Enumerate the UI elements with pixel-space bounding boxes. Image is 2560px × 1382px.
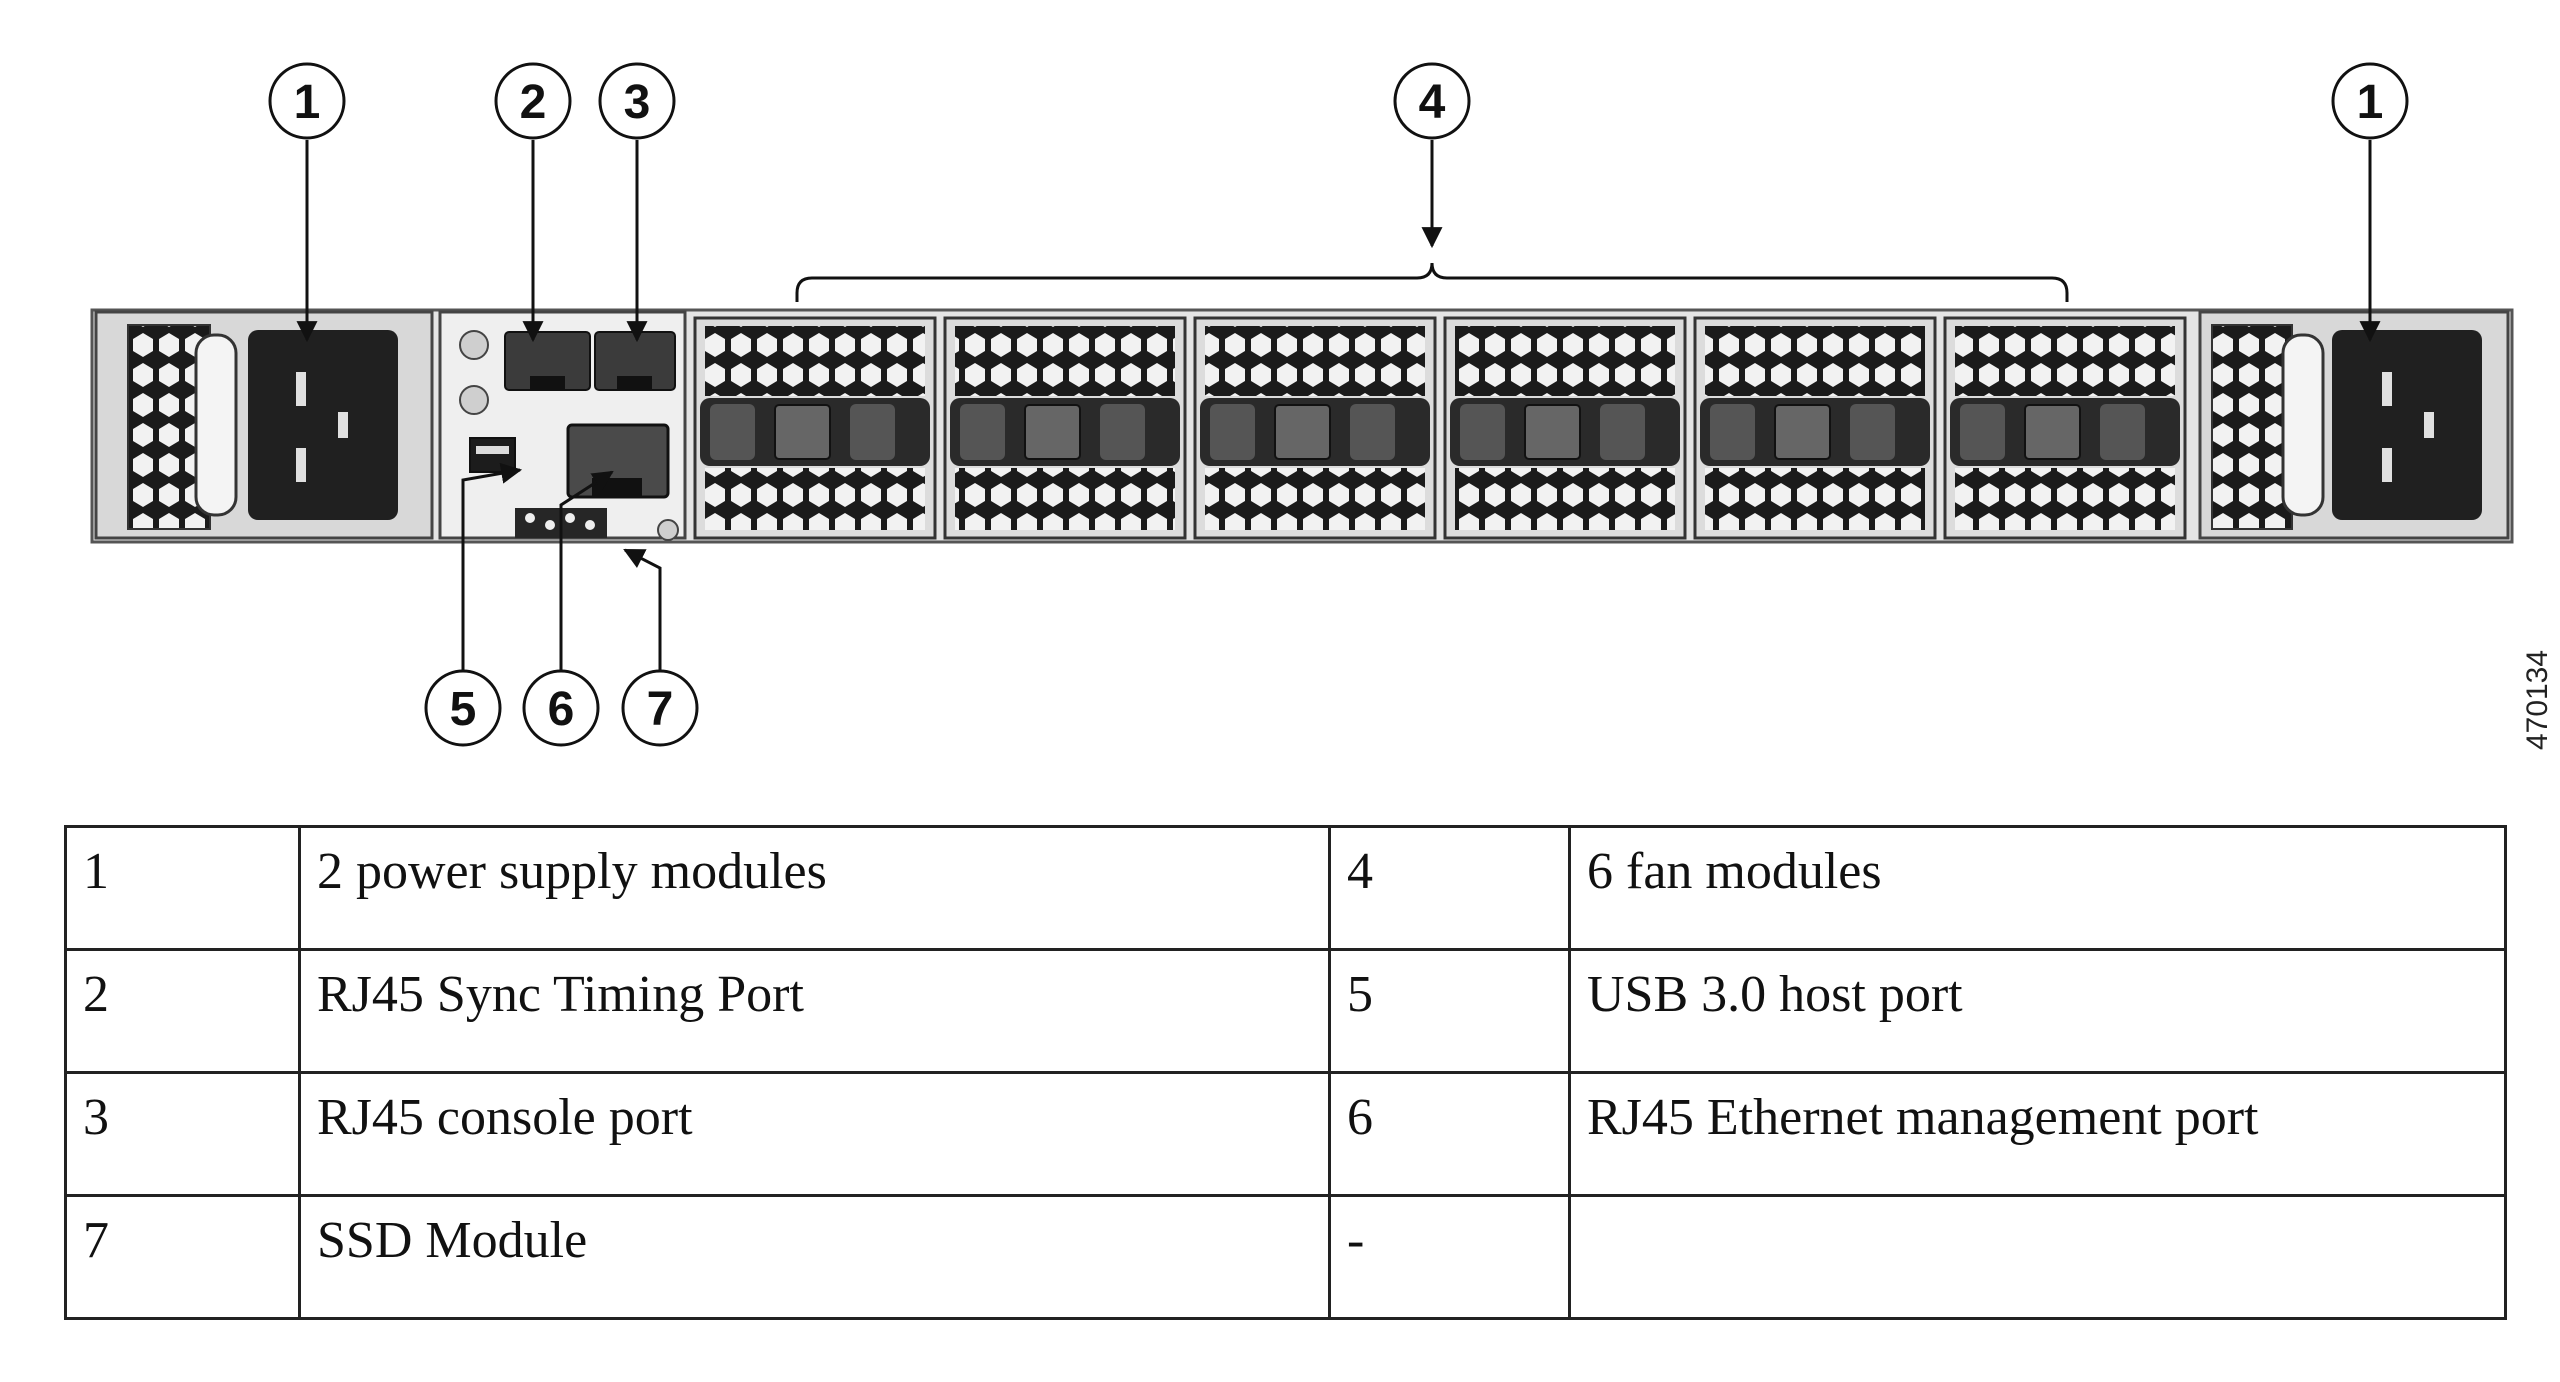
legend-number: 7 <box>64 1194 301 1320</box>
table-row: 2 RJ45 Sync Timing Port 5 USB 3.0 host p… <box>64 948 2507 1074</box>
power-supply-left <box>94 310 434 540</box>
legend-description <box>1568 1194 2507 1320</box>
legend-number: 3 <box>64 1071 301 1197</box>
callout-1-right: 1 <box>2331 62 2409 140</box>
figure-id: 470134 <box>2521 649 2554 751</box>
fan-bracket <box>795 262 2069 302</box>
callout-6: 6 <box>522 669 600 747</box>
legend-number: - <box>1328 1194 1571 1320</box>
legend-description: RJ45 console port <box>298 1071 1331 1197</box>
chassis-rear-panel-diagram: 1 2 3 4 1 5 6 7 <box>90 62 2514 747</box>
svg-text:2: 2 <box>520 76 547 129</box>
legend-number: 2 <box>64 948 301 1074</box>
management-module <box>438 310 687 541</box>
legend-number: 1 <box>64 825 301 951</box>
legend-number: 6 <box>1328 1071 1571 1197</box>
table-row: 7 SSD Module - <box>64 1194 2507 1320</box>
svg-text:5: 5 <box>450 683 477 736</box>
leader-line-5 <box>461 462 523 672</box>
power-supply-right <box>2198 310 2510 540</box>
fan-module-1 <box>693 316 937 540</box>
legend-description: RJ45 Ethernet management port <box>1568 1071 2507 1197</box>
usb-host-port <box>469 437 516 473</box>
callout-2: 2 <box>494 62 572 140</box>
fan-module-2 <box>943 316 1187 540</box>
svg-text:7: 7 <box>647 683 674 736</box>
legend-description: 6 fan modules <box>1568 825 2507 951</box>
svg-text:3: 3 <box>624 76 651 129</box>
callout-7: 7 <box>621 669 699 747</box>
legend-description: SSD Module <box>298 1194 1331 1320</box>
leader-line-7 <box>623 548 662 672</box>
legend-description: RJ45 Sync Timing Port <box>298 948 1331 1074</box>
legend-description: 2 power supply modules <box>298 825 1331 951</box>
leader-line-6 <box>559 470 614 672</box>
svg-text:1: 1 <box>2357 76 2384 129</box>
fan-module-4 <box>1443 316 1687 540</box>
callout-1-left: 1 <box>268 62 346 140</box>
table-row: 3 RJ45 console port 6 RJ45 Ethernet mana… <box>64 1071 2507 1197</box>
fan-module-6 <box>1943 316 2187 540</box>
legend-number: 4 <box>1328 825 1571 951</box>
svg-text:6: 6 <box>548 683 575 736</box>
legend-number: 5 <box>1328 948 1571 1074</box>
callout-5: 5 <box>424 669 502 747</box>
fan-module-5 <box>1693 316 1937 540</box>
legend-description: USB 3.0 host port <box>1568 948 2507 1074</box>
callout-4: 4 <box>1393 62 1471 140</box>
legend-table: 1 2 power supply modules 4 6 fan modules… <box>64 825 2507 1320</box>
table-row: 1 2 power supply modules 4 6 fan modules <box>64 825 2507 951</box>
svg-text:1: 1 <box>294 76 321 129</box>
callout-3: 3 <box>598 62 676 140</box>
fan-module-3 <box>1193 316 1437 540</box>
svg-text:4: 4 <box>1419 76 1446 129</box>
